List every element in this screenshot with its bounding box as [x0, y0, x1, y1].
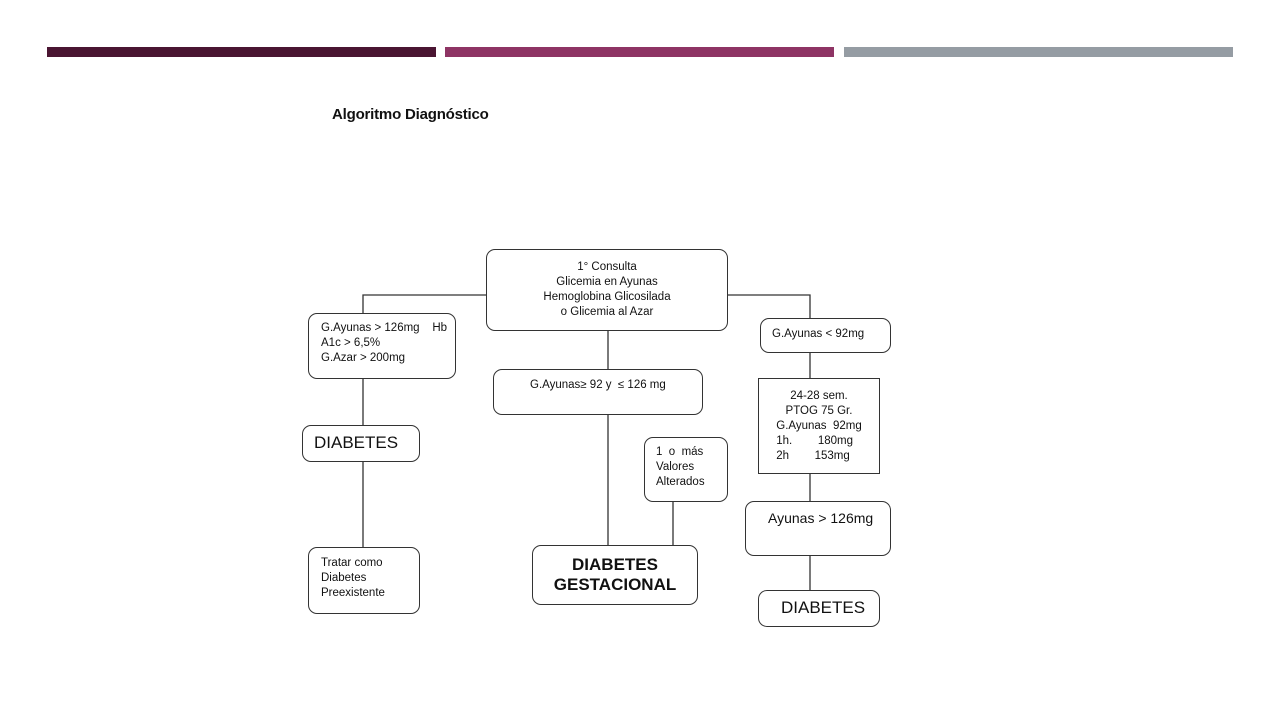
node-mid-altered: 1 o más Valores Alterados — [644, 437, 728, 502]
diagram-title: Algoritmo Diagnóstico — [332, 106, 489, 123]
node-right-low: G.Ayunas < 92mg — [760, 318, 891, 353]
connector-consulta-right — [727, 294, 811, 319]
node-mid-range: G.Ayunas≥ 92 y ≤ 126 mg — [493, 369, 703, 415]
node-left-treat: Tratar como Diabetes Preexistente — [308, 547, 420, 614]
accent-bar-3 — [844, 47, 1233, 57]
accent-bar-1 — [47, 47, 436, 57]
accent-bar-2 — [445, 47, 834, 57]
node-right-diabetes: DIABETES — [758, 590, 880, 627]
node-left-diabetes: DIABETES — [302, 425, 420, 462]
node-right-ptog: 24-28 sem. PTOG 75 Gr. G.Ayunas 92mg 1h.… — [758, 378, 880, 474]
connector-consulta-left — [362, 294, 486, 314]
node-right-ayunas: Ayunas > 126mg — [745, 501, 891, 556]
node-left-criteria: G.Ayunas > 126mg Hb A1c > 6,5% G.Azar > … — [308, 313, 456, 379]
node-mid-gestational: DIABETES GESTACIONAL — [532, 545, 698, 605]
node-consulta: 1° Consulta Glicemia en Ayunas Hemoglobi… — [486, 249, 728, 331]
